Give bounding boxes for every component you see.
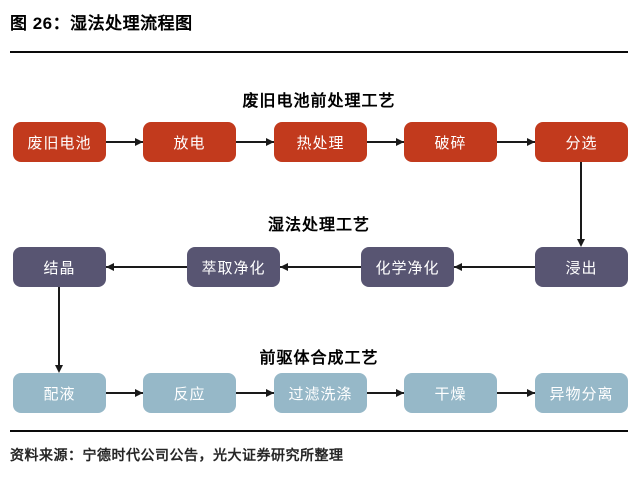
arrow-line xyxy=(497,141,535,143)
arrow-line xyxy=(367,141,404,143)
arrow-right-head xyxy=(527,388,535,397)
flow-node-pretreatment-3: 热处理 xyxy=(274,122,367,162)
arrow-right-head xyxy=(135,388,143,397)
flow-node-pretreatment-2: 放电 xyxy=(143,122,236,162)
arrow-left-head xyxy=(280,262,288,271)
arrow-right-head xyxy=(396,137,404,146)
arrow-line xyxy=(106,141,143,143)
flow-node-wet-process-1: 结晶 xyxy=(13,247,106,287)
flow-node-wet-process-4: 浸出 xyxy=(535,247,628,287)
section-label-wet-process: 湿法处理工艺 xyxy=(267,217,370,234)
header-divider xyxy=(10,51,628,53)
arrow-right-head xyxy=(266,388,274,397)
flow-node-precursor-synthesis-1: 配液 xyxy=(13,373,106,413)
arrow-line xyxy=(367,392,404,394)
arrow-line xyxy=(280,266,361,268)
arrow-line xyxy=(580,162,582,245)
arrow-down-head xyxy=(54,365,63,373)
arrow-line xyxy=(106,392,143,394)
arrow-line xyxy=(58,287,60,371)
arrow-right-head xyxy=(135,137,143,146)
flow-node-precursor-synthesis-3: 过滤洗涤 xyxy=(274,373,367,413)
arrow-down-head xyxy=(576,239,585,247)
arrow-line xyxy=(236,392,274,394)
flow-node-precursor-synthesis-2: 反应 xyxy=(143,373,236,413)
flow-node-pretreatment-4: 破碎 xyxy=(404,122,497,162)
arrow-line xyxy=(236,141,274,143)
arrow-right-head xyxy=(527,137,535,146)
source-note: 资料来源：宁德时代公司公告，光大证券研究所整理 xyxy=(10,447,344,463)
flow-node-pretreatment-5: 分选 xyxy=(535,122,628,162)
footer-divider xyxy=(10,430,628,432)
flow-node-wet-process-3: 化学净化 xyxy=(361,247,454,287)
flow-node-precursor-synthesis-5: 异物分离 xyxy=(535,373,628,413)
flow-node-wet-process-2: 萃取净化 xyxy=(187,247,280,287)
flow-node-precursor-synthesis-4: 干燥 xyxy=(404,373,497,413)
flow-node-pretreatment-1: 废旧电池 xyxy=(13,122,106,162)
section-label-precursor-synthesis: 前驱体合成工艺 xyxy=(259,350,379,367)
section-label-pretreatment: 废旧电池前处理工艺 xyxy=(242,93,396,110)
arrow-right-head xyxy=(396,388,404,397)
arrow-left-head xyxy=(454,262,462,271)
arrow-line xyxy=(106,266,187,268)
arrow-right-head xyxy=(266,137,274,146)
arrow-line xyxy=(454,266,535,268)
arrow-left-head xyxy=(106,262,114,271)
arrow-line xyxy=(497,392,535,394)
figure-title: 图 26：湿法处理流程图 xyxy=(10,14,193,33)
